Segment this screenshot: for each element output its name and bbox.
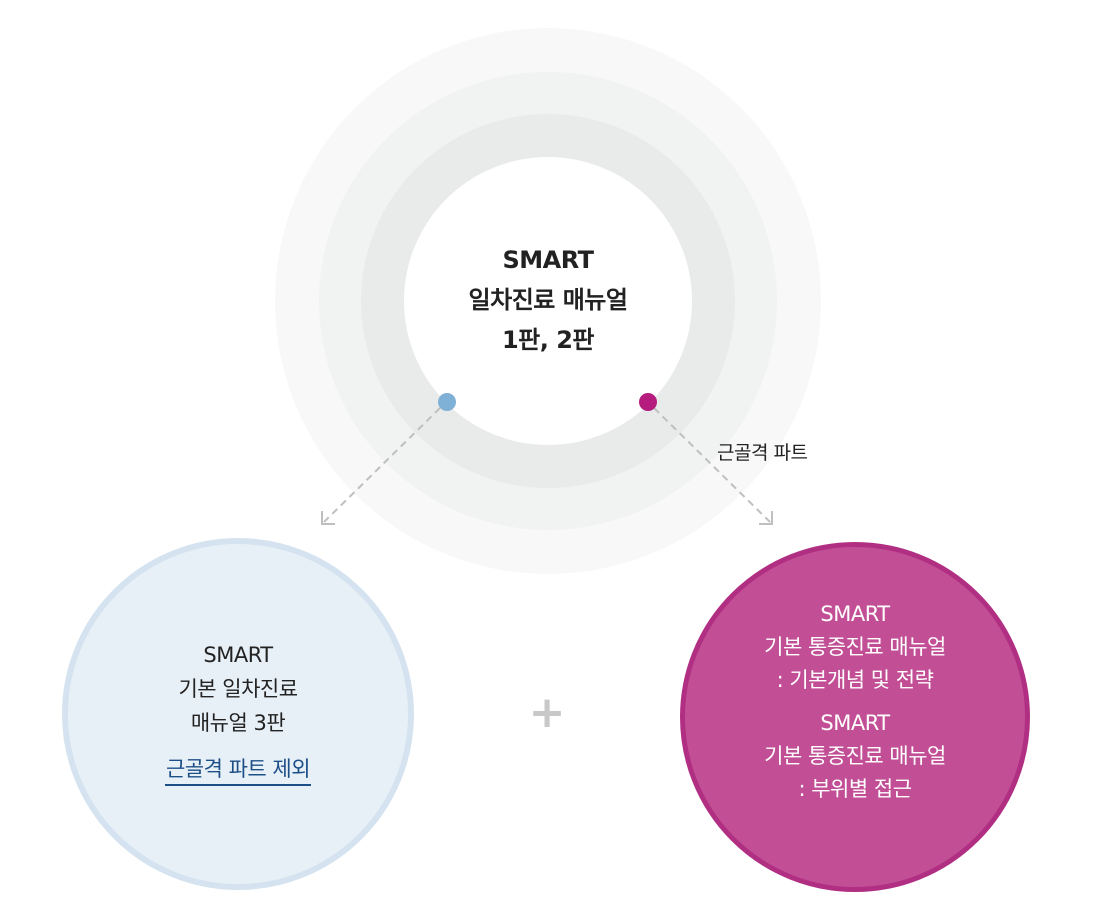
left-line-1: SMART [203,643,273,667]
right-label: SMART 기본 통증진료 매뉴얼 : 기본개념 및 전략 SMART 기본 통… [685,598,1025,806]
left-line-2: 기본 일차진료 [178,677,298,701]
connector-right [653,407,771,523]
right-block-2-line-3: : 부위별 접근 [798,777,912,801]
right-block-1: SMART 기본 통증진료 매뉴얼 : 기본개념 및 전략 [685,598,1025,697]
right-block-2-line-1: SMART [820,711,890,735]
right-branch-dot [639,393,657,411]
left-label: SMART 기본 일차진료 매뉴얼 3판 근골격 파트 제외 [68,638,408,786]
right-block-2-line-2: 기본 통증진료 매뉴얼 [764,744,946,768]
right-block-1-line-3: : 기본개념 및 전략 [776,668,934,692]
left-branch-dot [438,393,456,411]
center-line-1: SMART [502,246,594,274]
left-exclusion-note: 근골격 파트 제외 [164,754,312,786]
center-line-3: 1판, 2판 [501,326,595,354]
left-line-3: 매뉴얼 3판 [190,711,286,735]
plus-icon: + [528,687,566,738]
right-circle [680,542,1030,892]
branch-label: 근골격 파트 [717,442,808,464]
left-circle [62,538,414,890]
arrowhead-right-icon [759,511,773,525]
right-block-1-line-1: SMART [820,602,890,626]
right-block-2: SMART 기본 통증진료 매뉴얼 : 부위별 접근 [685,707,1025,806]
arrowhead-left-icon [321,511,335,525]
right-block-1-line-2: 기본 통증진료 매뉴얼 [764,635,946,659]
connector-left [323,407,441,523]
center-line-2: 일차진료 매뉴얼 [468,286,628,314]
center-label: SMART 일차진료 매뉴얼 1판, 2판 [404,240,692,360]
